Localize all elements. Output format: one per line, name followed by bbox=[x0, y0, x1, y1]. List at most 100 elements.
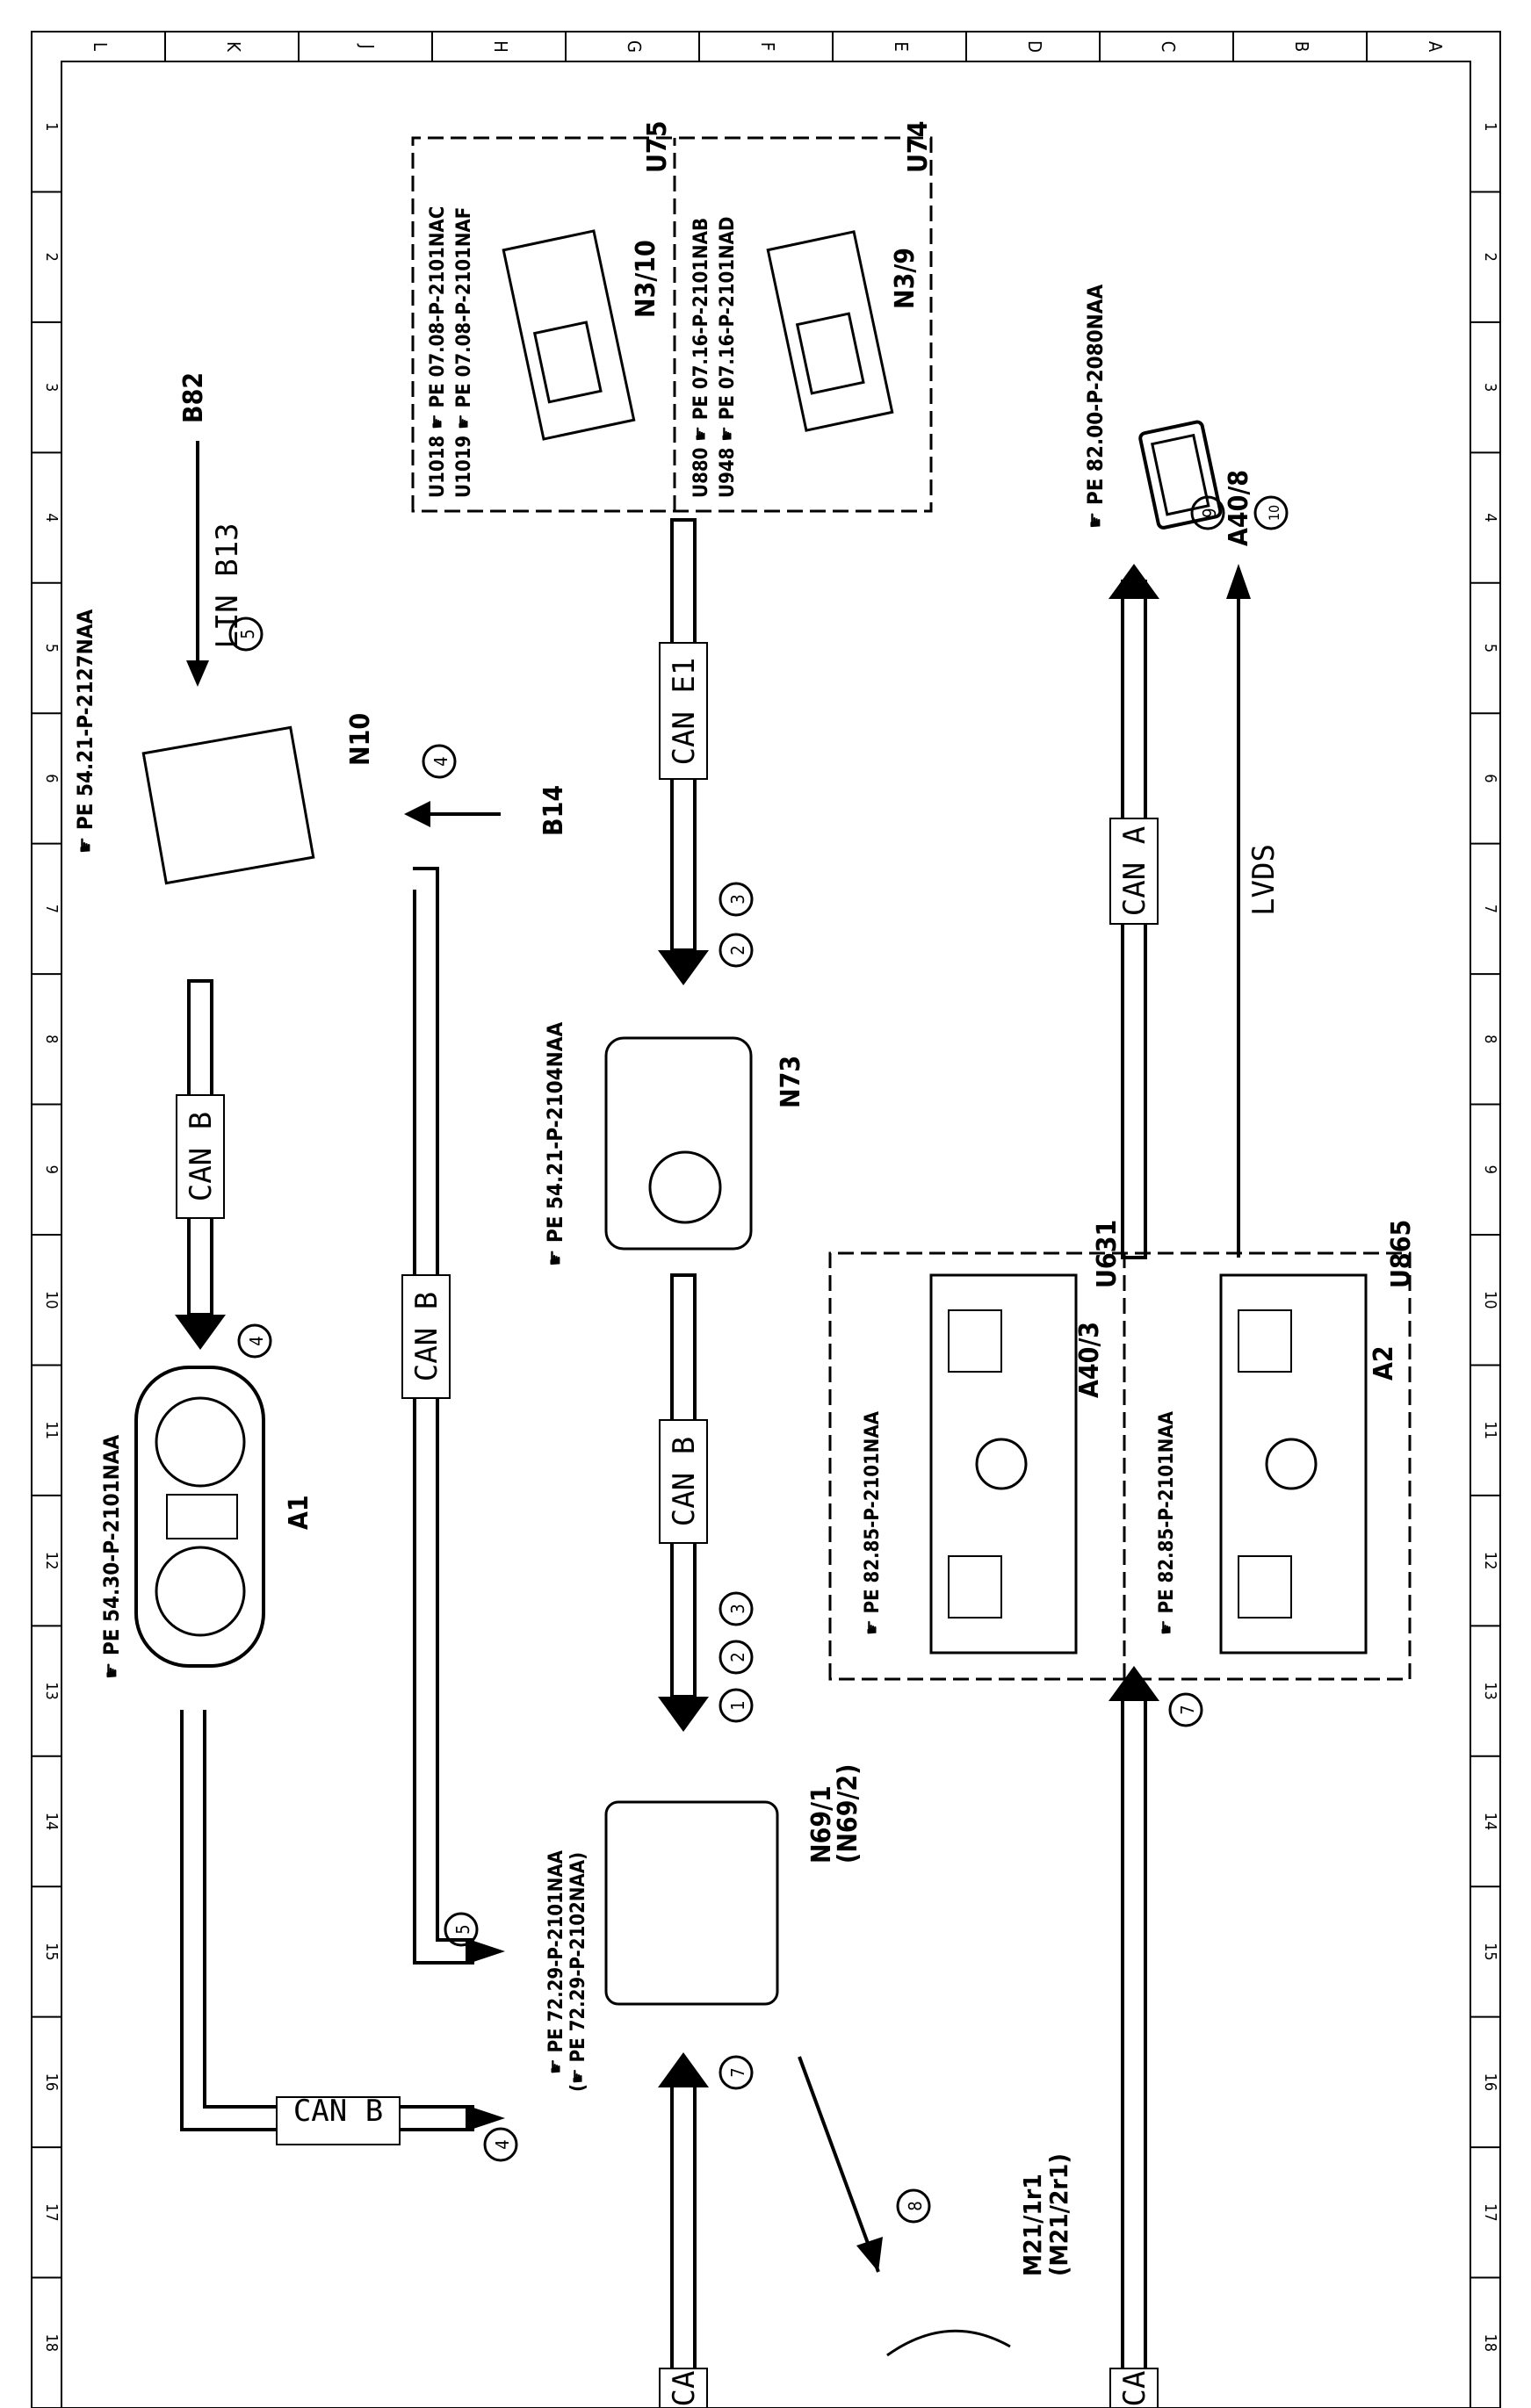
n3-10-label: N3/10 bbox=[631, 240, 661, 318]
column-label: G bbox=[624, 40, 645, 53]
a1-label: A1 bbox=[284, 1495, 314, 1530]
step-1: 1 bbox=[727, 1700, 748, 1710]
step-9: 9 bbox=[1199, 508, 1220, 517]
row-label: 2 bbox=[42, 253, 61, 262]
step-10: 10 bbox=[1266, 505, 1282, 521]
lvds-line: LVDS bbox=[1226, 564, 1282, 1258]
row-label: 16 bbox=[42, 2073, 61, 2092]
n10-label: N10 bbox=[345, 713, 376, 766]
can-b-n10-a1: CAN B 4 bbox=[175, 979, 272, 1359]
n69-door-module: N69/1 (N69/2) ☛ PE 72.29-P-2101NAA (☛ PE… bbox=[545, 1764, 863, 2092]
step-7-right: 7 bbox=[1177, 1705, 1198, 1714]
can-b-center-bus: CAN B bbox=[658, 1273, 709, 1732]
row-label: 7 bbox=[42, 905, 61, 913]
row-label: 12 bbox=[1481, 1552, 1499, 1570]
row-label: 1 bbox=[42, 122, 61, 131]
row-label: 6 bbox=[1481, 774, 1499, 782]
outer-frame bbox=[31, 31, 1501, 2408]
row-label: 3 bbox=[1481, 383, 1499, 392]
row-label: 14 bbox=[1481, 1813, 1499, 1831]
a2-label: A2 bbox=[1369, 1345, 1399, 1381]
row-label: 13 bbox=[42, 1682, 61, 1700]
row-label: 8 bbox=[1481, 1035, 1499, 1043]
b82-label: B82 bbox=[178, 372, 209, 423]
column-label: E bbox=[891, 41, 912, 51]
row-label: 17 bbox=[42, 2203, 61, 2222]
a1-instrument-cluster: A1 ☛ PE 54.30-P-2101NAA bbox=[99, 1366, 314, 1679]
column-label: C bbox=[1158, 41, 1179, 53]
can-b-mid-label: CAN B bbox=[409, 1292, 444, 1381]
row-label: 10 bbox=[42, 1291, 61, 1309]
lin-b13-label: LIN B13 bbox=[210, 523, 245, 648]
can-a-label-box bbox=[1109, 818, 1159, 925]
n10-ref: ☛ PE 54.21-P-2127NAA bbox=[73, 609, 97, 854]
n3-10-ecu-icon bbox=[502, 229, 636, 441]
step-5-n69: 5 bbox=[452, 1924, 473, 1934]
u75-line1: U1018 ☛ PE 07.08-P-2101NAC bbox=[427, 206, 449, 498]
a2-radio-icon bbox=[1219, 1273, 1368, 1655]
column-label: K bbox=[223, 41, 244, 53]
step-2-b: 2 bbox=[727, 1652, 748, 1662]
a1-ref: ☛ PE 54.30-P-2101NAA bbox=[99, 1435, 124, 1679]
column-label: D bbox=[1024, 40, 1045, 53]
row-label: 16 bbox=[1481, 2073, 1499, 2092]
row-label: 5 bbox=[42, 644, 61, 652]
column-label: B bbox=[1291, 41, 1312, 52]
can-lower-center-bus: CA bbox=[658, 2052, 709, 2408]
m21-label: M21/1r1 bbox=[1018, 2174, 1047, 2276]
row-label: 12 bbox=[42, 1552, 61, 1570]
step-4-a1: 4 bbox=[246, 1336, 267, 1345]
row-label: 1 bbox=[1481, 122, 1499, 131]
n73-ignition-switch: N73 ☛ PE 54.21-P-2104NAA bbox=[543, 1022, 806, 1266]
step-4-n10: 4 bbox=[430, 756, 451, 766]
row-label: 11 bbox=[42, 1421, 61, 1439]
row-label: 5 bbox=[1481, 644, 1499, 652]
row-label: 3 bbox=[42, 383, 61, 392]
step-3-a: 3 bbox=[727, 894, 748, 904]
step-4-n69: 4 bbox=[492, 2139, 513, 2149]
row-label: 15 bbox=[42, 1943, 61, 1961]
lvds-label: LVDS bbox=[1246, 844, 1282, 916]
step-9-marker bbox=[1190, 495, 1225, 530]
step-10-marker bbox=[1253, 495, 1289, 530]
step-2-a: 2 bbox=[727, 945, 748, 955]
n69-label: N69/1 bbox=[806, 1785, 837, 1864]
row-label: 2 bbox=[1481, 253, 1499, 262]
u75-code: U75 bbox=[642, 121, 673, 173]
can-b-a1-n69: CAN B 4 bbox=[180, 1710, 518, 2162]
u865-code: U865 bbox=[1386, 1220, 1417, 1288]
can-b-left-label: CAN B bbox=[184, 1112, 219, 1201]
row-label: 4 bbox=[42, 513, 61, 522]
row-label: 9 bbox=[1481, 1165, 1499, 1174]
u75-line2: U1019 ☛ PE 07.08-P-2101NAF bbox=[453, 207, 475, 498]
row-label: 13 bbox=[1481, 1682, 1499, 1700]
can-cut-right: CA bbox=[1117, 2371, 1152, 2407]
engine-ecu-group: U74 U75 N3/9 N3/10 U880 ☛ PE 07.16-P-210… bbox=[411, 121, 934, 513]
u631-ref: ☛ PE 82.85-P-2101NAA bbox=[862, 1410, 884, 1635]
step-3-b: 3 bbox=[727, 1604, 748, 1613]
n3-9-label: N3/9 bbox=[890, 248, 921, 309]
can-lower-right-bus: CA bbox=[1109, 1666, 1159, 2408]
row-label: 9 bbox=[42, 1165, 61, 1174]
column-label: F bbox=[757, 42, 778, 51]
can-b-center-label: CAN B bbox=[667, 1437, 702, 1526]
u74-code: U74 bbox=[903, 121, 934, 173]
row-label: 4 bbox=[1481, 513, 1499, 522]
u865-ref: ☛ PE 82.85-P-2101NAA bbox=[1156, 1410, 1178, 1635]
u74-line1: U880 ☛ PE 07.16-P-2101NAB bbox=[690, 218, 712, 498]
lin-b13-line: LIN B13 B82 5 bbox=[178, 372, 264, 687]
n69-ref: ☛ PE 72.29-P-2101NAA bbox=[545, 1849, 567, 2074]
can-b-n10-n69: CAN B 5 bbox=[401, 867, 505, 1965]
step-7-right-marker bbox=[1168, 1692, 1203, 1727]
row-label: 7 bbox=[1481, 905, 1499, 913]
column-label: J bbox=[357, 43, 378, 48]
n73-label: N73 bbox=[776, 1056, 806, 1108]
inner-frame bbox=[61, 61, 1471, 2408]
can-b-lower-label: CAN B bbox=[293, 2094, 383, 2129]
step-8: 8 bbox=[905, 2201, 926, 2210]
column-label: L bbox=[90, 42, 111, 51]
m21-mirror: 8 M21/1r1 (M21/2r1) bbox=[798, 2056, 1073, 2357]
a40-3-radio-icon bbox=[929, 1273, 1078, 1655]
can-e1-label: CAN E1 bbox=[667, 658, 702, 766]
